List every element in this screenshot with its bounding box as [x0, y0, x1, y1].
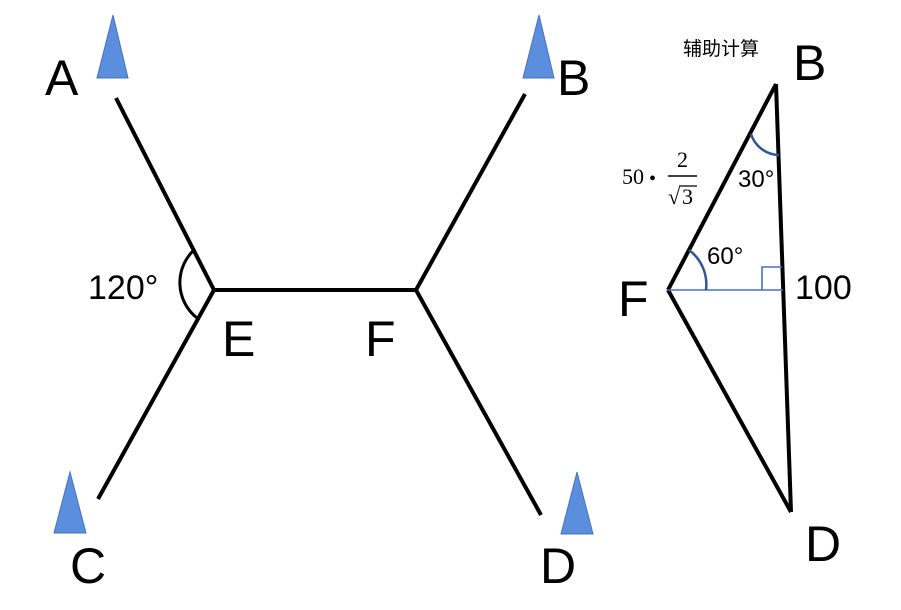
- label-point-D: D: [540, 538, 576, 594]
- marker-D-triangle-icon: [560, 471, 594, 535]
- segment-FD: [666, 289, 793, 513]
- label-point-B: B: [557, 50, 590, 106]
- main-figure: A B C D E F 120°: [45, 14, 594, 594]
- segment-AE: [114, 97, 216, 291]
- segment-BF: [414, 93, 527, 291]
- side-length-expression: 50 • 2 √ 3: [622, 147, 697, 209]
- expr-numerator: 2: [677, 147, 688, 172]
- aux-label-point-B: B: [793, 35, 826, 91]
- label-point-A: A: [45, 50, 79, 106]
- angle-arc-30: [749, 133, 780, 157]
- expr-radicand: 3: [682, 184, 693, 209]
- angle-arc-60: [688, 248, 708, 291]
- label-point-F: F: [365, 311, 396, 367]
- aux-figure: 辅助计算 B F D 30° 60° 100 50 • 2 √ 3: [618, 35, 852, 572]
- aux-label-point-F: F: [618, 271, 649, 327]
- marker-A-triangle-icon: [96, 14, 129, 79]
- label-angle-120: 120°: [88, 269, 158, 307]
- right-angle-mark: [761, 266, 782, 290]
- expr-dot: •: [649, 168, 656, 190]
- label-length-100: 100: [795, 269, 852, 307]
- segment-BF-aux: [666, 83, 778, 291]
- marker-C-triangle-icon: [53, 470, 87, 534]
- segment-BD: [774, 83, 793, 513]
- label-point-E: E: [222, 311, 255, 367]
- expr-radical-sign: √: [668, 184, 681, 209]
- aux-label-point-D: D: [805, 516, 841, 572]
- label-point-C: C: [70, 538, 106, 594]
- segment-DF: [414, 289, 543, 516]
- aux-title: 辅助计算: [683, 38, 759, 60]
- segment-CE: [96, 289, 216, 500]
- label-angle-60: 60°: [707, 243, 743, 270]
- expr-coefficient: 50: [622, 164, 644, 189]
- angle-arc-120: [178, 247, 198, 320]
- marker-B-triangle-icon: [522, 14, 555, 79]
- label-angle-30: 30°: [738, 166, 774, 193]
